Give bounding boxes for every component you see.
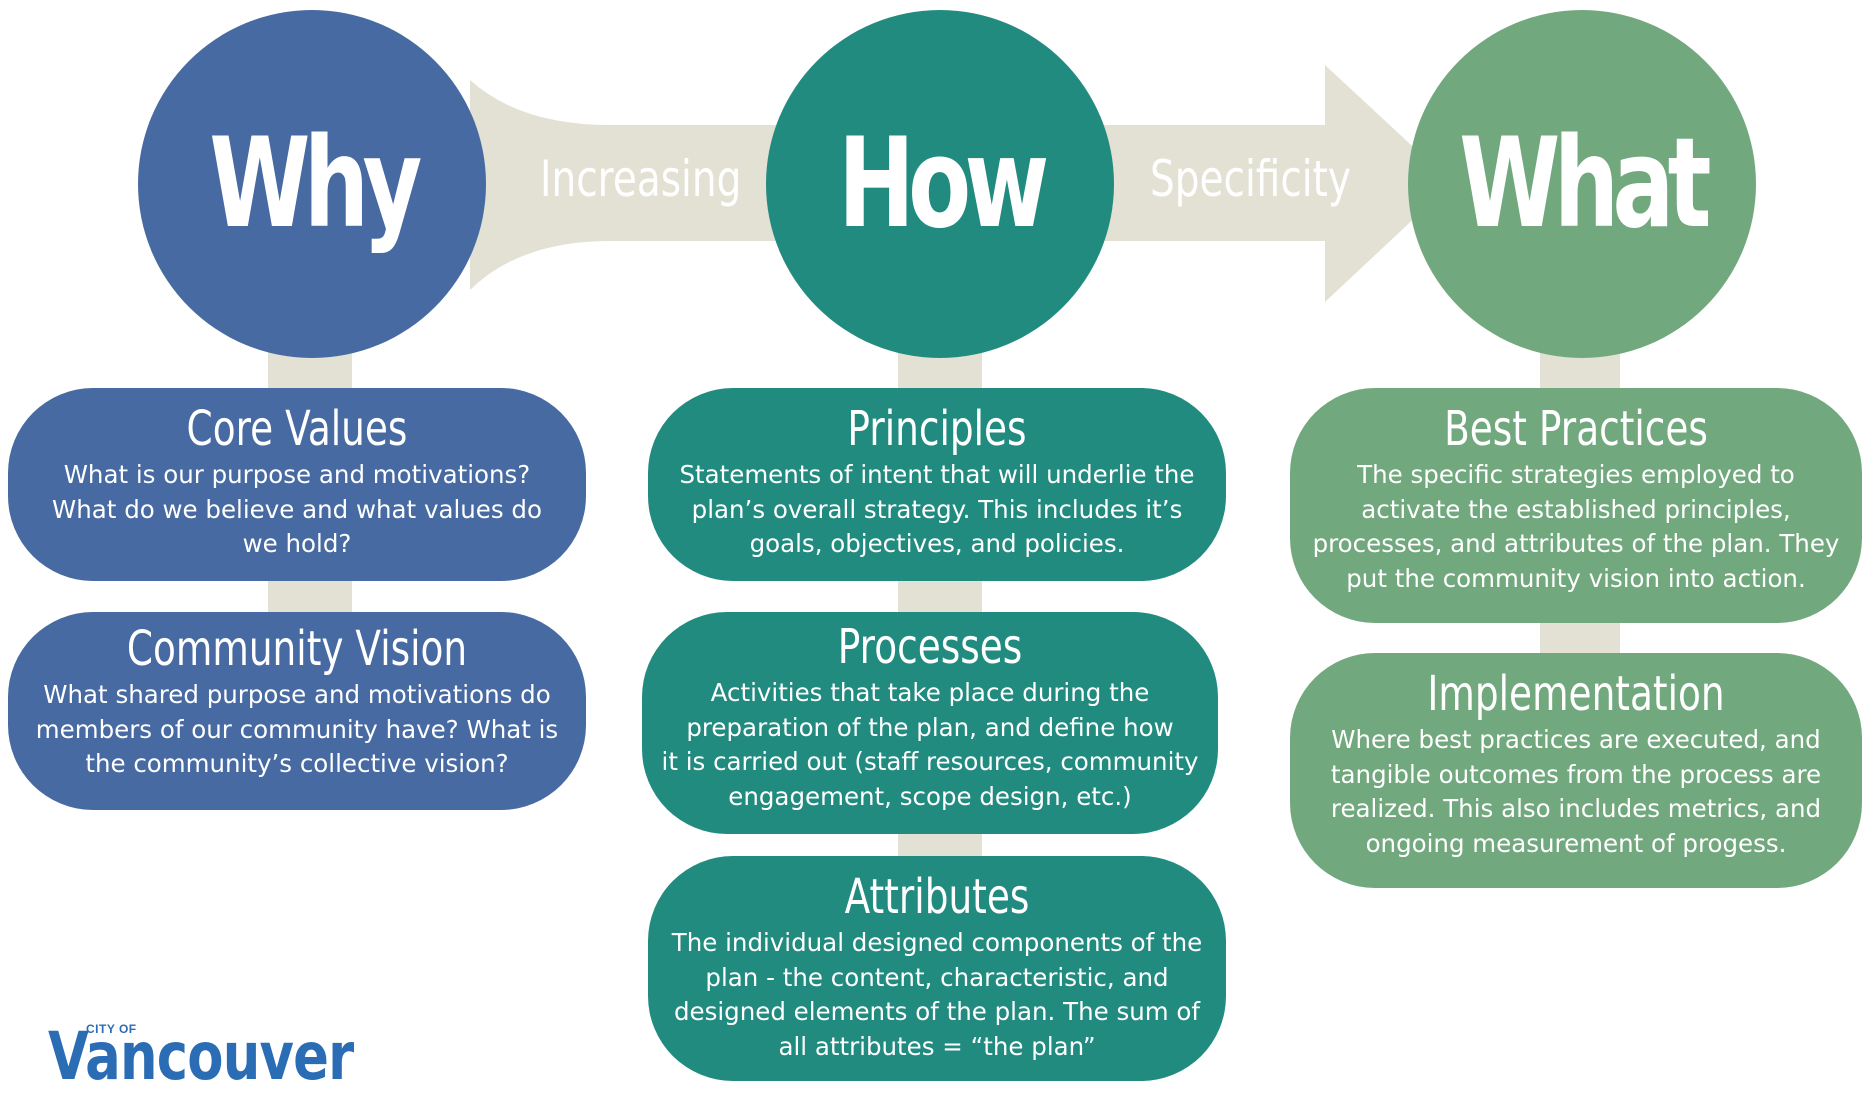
- implementation-card: Implementation Where best practices are …: [1290, 653, 1862, 888]
- attributes-card: Attributes The individual designed compo…: [648, 856, 1226, 1081]
- core-values-line: What is our purpose and motivations?: [63, 460, 531, 490]
- logo-city-of-text: CITY OF: [86, 1022, 137, 1036]
- attributes-line: designed elements of the plan. The sum o…: [673, 997, 1201, 1027]
- principles-line: plan’s overall strategy. This includes i…: [691, 494, 1183, 524]
- implementation-line: Where best practices are executed, and: [1331, 725, 1821, 755]
- how-circle: How: [766, 10, 1114, 358]
- best-practices-line: activate the established principles,: [1361, 494, 1791, 524]
- attributes-line: The individual designed components of th…: [671, 928, 1203, 958]
- best-practices-title: Best Practices: [1444, 401, 1708, 457]
- implementation-line: ongoing measurement of progess.: [1365, 828, 1787, 858]
- core-values-title: Core Values: [186, 401, 408, 457]
- best-practices-line: put the community vision into action.: [1346, 563, 1806, 593]
- how-label: How: [837, 112, 1049, 256]
- community-vision-line: What shared purpose and motivations do: [43, 680, 551, 710]
- principles-card: Principles Statements of intent that wil…: [648, 388, 1226, 581]
- arrow-label-increasing: Increasing: [540, 150, 742, 208]
- what-label: What: [1459, 112, 1711, 256]
- processes-line: engagement, scope design, etc.): [728, 781, 1132, 811]
- community-vision-line: members of our community have? What is: [35, 714, 559, 744]
- core-values-card: Core Values What is our purpose and moti…: [8, 388, 586, 581]
- attributes-title: Attributes: [844, 869, 1030, 925]
- attributes-line: plan - the content, characteristic, and: [705, 962, 1169, 992]
- implementation-line: tangible outcomes from the process are: [1330, 759, 1822, 789]
- logo-vancouver-text: Vancouver: [48, 1018, 354, 1095]
- community-vision-line: the community’s collective vision?: [85, 749, 509, 779]
- attributes-line: all attributes = “the plan”: [778, 1031, 1096, 1061]
- best-practices-line: The specific strategies employed to: [1357, 460, 1795, 490]
- principles-title: Principles: [847, 401, 1027, 457]
- processes-card: Processes Activities that take place dur…: [642, 612, 1218, 834]
- why-circle: Why: [138, 10, 486, 358]
- processes-line: it is carried out (staff resources, comm…: [661, 747, 1199, 777]
- processes-title: Processes: [837, 619, 1023, 675]
- community-vision-title: Community Vision: [126, 621, 468, 677]
- processes-line: preparation of the plan, and define how: [686, 712, 1174, 742]
- implementation-line: realized. This also includes metrics, an…: [1330, 794, 1822, 824]
- arrow-label-specificity: Specificity: [1150, 150, 1352, 208]
- best-practices-card: Best Practices The specific strategies e…: [1290, 388, 1862, 623]
- community-vision-card: Community Vision What shared purpose and…: [8, 612, 586, 810]
- principles-line: goals, objectives, and policies.: [749, 529, 1125, 559]
- core-values-line: we hold?: [242, 529, 352, 559]
- best-practices-line: processes, and attributes of the plan. T…: [1312, 529, 1840, 559]
- why-label: Why: [208, 112, 422, 256]
- implementation-title: Implementation: [1427, 666, 1725, 722]
- processes-line: Activities that take place during the: [710, 678, 1150, 708]
- what-circle: What: [1408, 10, 1756, 358]
- core-values-line: What do we believe and what values do: [52, 494, 542, 524]
- principles-line: Statements of intent that will underlie …: [679, 460, 1195, 490]
